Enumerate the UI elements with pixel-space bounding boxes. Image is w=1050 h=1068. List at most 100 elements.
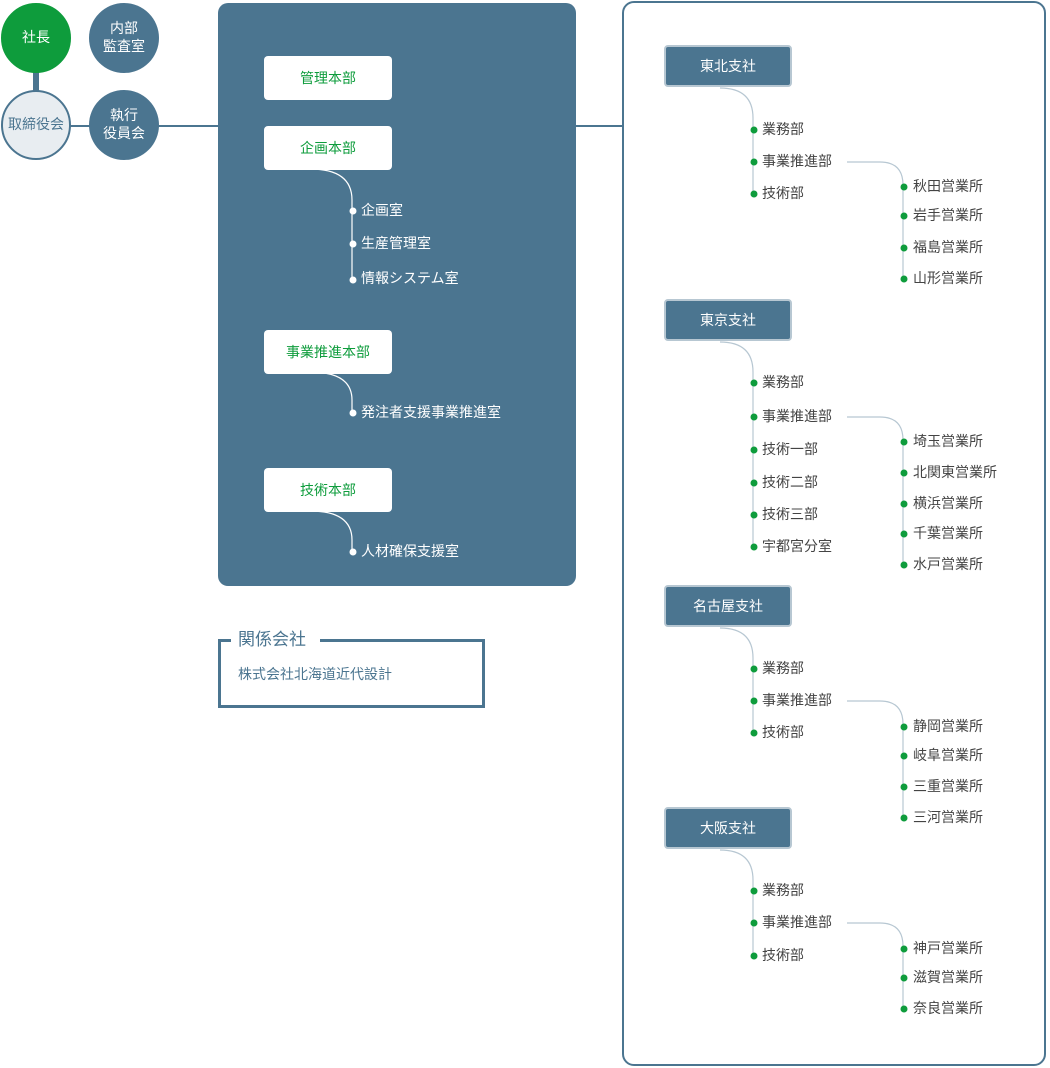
branch-label: 東北支社 <box>700 59 756 75</box>
division-box-engineering[interactable]: 技術本部 <box>264 468 392 512</box>
affiliates-title: 関係会社 <box>238 630 306 650</box>
branch-department: 業務部 <box>762 883 804 899</box>
tree-dot <box>750 919 758 927</box>
affiliate-company[interactable]: 株式会社北海道近代設計 <box>238 667 392 683</box>
internal-audit-label-line2: 監査室 <box>103 39 145 55</box>
division-label: 管理本部 <box>300 71 356 87</box>
tree-dot <box>900 814 908 822</box>
branch-label: 名古屋支社 <box>693 599 763 615</box>
affiliates-frame-top-left <box>218 639 231 642</box>
tree-dot <box>750 446 758 454</box>
tree-dot <box>750 126 758 134</box>
sales-office: 秋田営業所 <box>913 179 983 195</box>
tree-dot <box>750 379 758 387</box>
branch-department: 業務部 <box>762 122 804 138</box>
branch-department: 技術部 <box>762 186 804 202</box>
branch-box-tohoku[interactable]: 東北支社 <box>664 45 792 87</box>
executive-committee-node[interactable]: 執行 役員会 <box>89 90 159 160</box>
tree-dot <box>900 438 908 446</box>
sales-office: 三重営業所 <box>913 779 983 795</box>
affiliates-frame <box>218 639 485 708</box>
tree-dot <box>349 240 357 248</box>
branch-label: 大阪支社 <box>700 821 756 837</box>
sales-office: 岩手営業所 <box>913 208 983 224</box>
sales-office: 静岡営業所 <box>913 719 983 735</box>
division-label: 事業推進本部 <box>286 345 370 361</box>
branch-box-nagoya[interactable]: 名古屋支社 <box>664 585 792 627</box>
sales-office: 水戸営業所 <box>913 557 983 573</box>
exec-hq-connector <box>158 125 220 127</box>
sales-office: 埼玉営業所 <box>913 434 983 450</box>
branches-panel <box>622 1 1046 1066</box>
branch-department: 技術二部 <box>762 475 818 491</box>
tree-dot <box>750 729 758 737</box>
tree-dot <box>900 1005 908 1013</box>
tree-dot <box>349 548 357 556</box>
branch-department: 事業推進部 <box>762 693 832 709</box>
tree-dot <box>750 665 758 673</box>
internal-audit-node[interactable]: 内部 監査室 <box>89 3 159 73</box>
sales-office: 岐阜営業所 <box>913 748 983 764</box>
board-label: 取締役会 <box>8 117 64 133</box>
tree-dot <box>900 212 908 220</box>
sales-office: 千葉営業所 <box>913 526 983 542</box>
branch-department: 業務部 <box>762 375 804 391</box>
branch-box-osaka[interactable]: 大阪支社 <box>664 807 792 849</box>
sales-office: 福島営業所 <box>913 240 983 256</box>
tree-dot <box>750 511 758 519</box>
hq-unit: 生産管理室 <box>361 236 431 252</box>
branch-department: 技術三部 <box>762 507 818 523</box>
tree-dot <box>900 244 908 252</box>
board-node[interactable]: 取締役会 <box>1 90 71 160</box>
sales-office: 神戸営業所 <box>913 941 983 957</box>
hq-unit: 発注者支援事業推進室 <box>361 405 501 421</box>
tree-dot <box>750 543 758 551</box>
sales-office: 三河営業所 <box>913 810 983 826</box>
tree-dot <box>900 945 908 953</box>
division-box-planning[interactable]: 企画本部 <box>264 126 392 170</box>
branch-box-tokyo[interactable]: 東京支社 <box>664 299 792 341</box>
tree-dot <box>900 752 908 760</box>
hq-branch-connector <box>575 125 624 127</box>
tree-dot <box>349 207 357 215</box>
sales-office: 奈良営業所 <box>913 1001 983 1017</box>
tree-dot <box>900 275 908 283</box>
division-box-admin[interactable]: 管理本部 <box>264 56 392 100</box>
tree-dot <box>750 479 758 487</box>
division-box-business-promotion[interactable]: 事業推進本部 <box>264 330 392 374</box>
president-node[interactable]: 社長 <box>1 3 71 73</box>
tree-dot <box>900 723 908 731</box>
tree-dot <box>750 952 758 960</box>
tree-dot <box>349 276 357 284</box>
branch-department: 事業推進部 <box>762 154 832 170</box>
branch-department: 技術部 <box>762 948 804 964</box>
tree-dot <box>900 783 908 791</box>
hq-unit: 情報システム室 <box>361 271 459 287</box>
tree-dot <box>900 469 908 477</box>
tree-dot <box>900 500 908 508</box>
tree-dot <box>900 183 908 191</box>
sales-office: 山形営業所 <box>913 271 983 287</box>
tree-dot <box>750 190 758 198</box>
hq-unit: 企画室 <box>361 203 403 219</box>
branch-label: 東京支社 <box>700 313 756 329</box>
tree-dot <box>750 413 758 421</box>
exec-committee-label-line1: 執行 <box>110 108 138 124</box>
president-label: 社長 <box>22 30 50 46</box>
sales-office: 横浜営業所 <box>913 496 983 512</box>
branch-department: 業務部 <box>762 661 804 677</box>
branch-department: 技術部 <box>762 725 804 741</box>
branch-department: 事業推進部 <box>762 409 832 425</box>
division-label: 技術本部 <box>300 483 356 499</box>
division-label: 企画本部 <box>300 141 356 157</box>
tree-dot <box>900 561 908 569</box>
board-exec-connector <box>70 125 92 127</box>
affiliates-frame-top-right <box>320 639 485 642</box>
exec-committee-label-line2: 役員会 <box>103 126 145 142</box>
branch-department: 宇都宮分室 <box>762 539 832 555</box>
tree-dot <box>900 974 908 982</box>
branch-department: 技術一部 <box>762 442 818 458</box>
internal-audit-label-line1: 内部 <box>110 21 138 37</box>
tree-dot <box>349 409 357 417</box>
